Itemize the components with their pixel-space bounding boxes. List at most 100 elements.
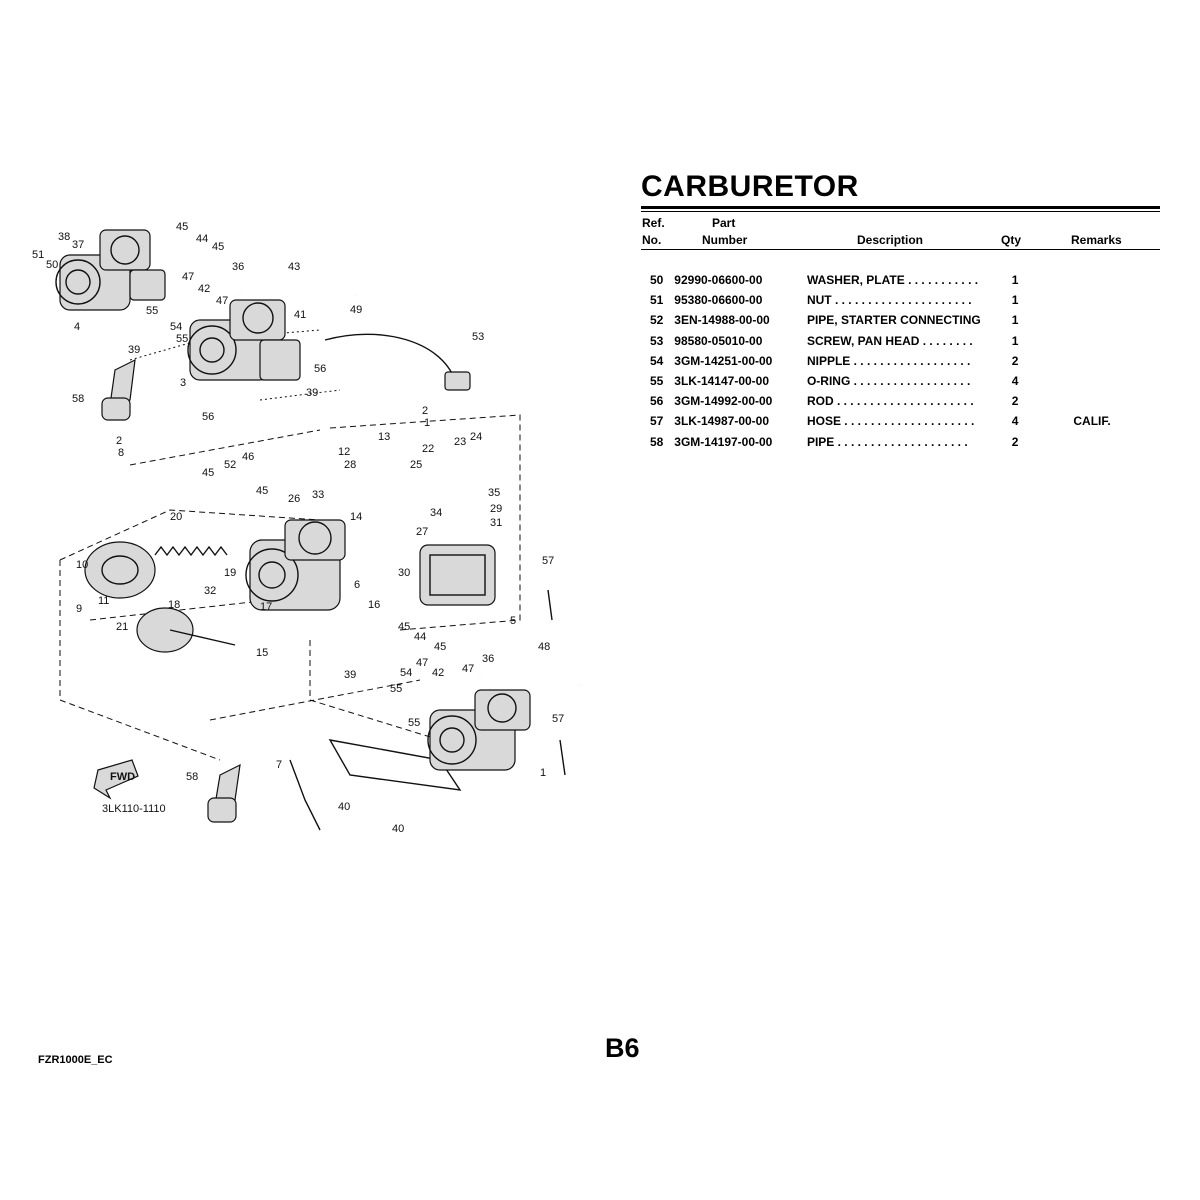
description-cell: HOSE . . . . . . . . . . . . . . . . . .… xyxy=(806,414,975,429)
svg-text:40: 40 xyxy=(392,823,404,835)
ref-cell: 54 xyxy=(649,353,664,368)
part-number-cell: 3GM-14251-00-00 xyxy=(674,353,773,368)
remarks-cell xyxy=(1027,331,1200,351)
remarks-cell xyxy=(1027,391,1200,411)
svg-text:5: 5 xyxy=(510,615,516,627)
svg-text:47: 47 xyxy=(182,271,194,283)
qty-cell: 1 xyxy=(1011,273,1019,288)
header-rule xyxy=(641,249,1160,250)
svg-text:14: 14 xyxy=(350,511,362,523)
svg-text:33: 33 xyxy=(312,489,324,501)
svg-text:16: 16 xyxy=(368,599,380,611)
carburetor-body-main xyxy=(245,519,346,611)
svg-text:11: 11 xyxy=(98,595,109,607)
svg-text:19: 19 xyxy=(224,567,236,579)
svg-text:57: 57 xyxy=(542,555,554,567)
carburetor-body-top-center xyxy=(187,299,301,381)
description-cell: PIPE, STARTER CONNECTING xyxy=(806,313,981,328)
qty-cell: 1 xyxy=(1011,293,1019,308)
svg-text:54: 54 xyxy=(400,667,412,679)
description-cell: NUT . . . . . . . . . . . . . . . . . . … xyxy=(806,293,972,308)
svg-text:15: 15 xyxy=(256,647,268,659)
remarks-cell xyxy=(1027,270,1200,290)
table-row: 55 3LK-14147-00-00 O-RING . . . . . . . … xyxy=(641,371,1200,391)
table-row: 50 92990-06600-00 WASHER, PLATE . . . . … xyxy=(641,270,1200,290)
svg-text:54: 54 xyxy=(170,321,182,333)
svg-text:47: 47 xyxy=(416,657,428,669)
svg-text:42: 42 xyxy=(198,283,210,295)
svg-text:48: 48 xyxy=(538,641,550,653)
remarks-cell xyxy=(1027,351,1200,371)
svg-text:58: 58 xyxy=(186,771,198,783)
part-number-cell: 3EN-14988-00-00 xyxy=(674,313,770,328)
svg-text:47: 47 xyxy=(216,295,228,307)
svg-text:2: 2 xyxy=(116,435,122,447)
svg-text:55: 55 xyxy=(176,333,188,345)
svg-text:38: 38 xyxy=(58,231,70,243)
carburetor-body-top-left xyxy=(55,229,166,311)
description-cell: WASHER, PLATE . . . . . . . . . . . xyxy=(806,273,979,288)
title-rule-thin xyxy=(641,211,1160,212)
exploded-parts-diagram: 38 37 45 44 45 51 50 4 47 42 47 36 43 55… xyxy=(20,200,610,840)
svg-text:45: 45 xyxy=(398,621,410,633)
svg-text:35: 35 xyxy=(488,487,500,499)
svg-text:56: 56 xyxy=(202,411,214,423)
svg-text:30: 30 xyxy=(398,567,410,579)
ref-cell: 55 xyxy=(649,374,664,389)
part-number-cell: 3GM-14992-00-00 xyxy=(674,394,773,409)
qty-cell: 2 xyxy=(1011,353,1019,368)
svg-text:47: 47 xyxy=(462,663,474,675)
ref-cell: 57 xyxy=(649,414,664,429)
svg-text:4: 4 xyxy=(74,321,80,333)
ref-cell: 52 xyxy=(649,313,664,328)
svg-text:42: 42 xyxy=(432,667,444,679)
svg-text:3: 3 xyxy=(180,377,186,389)
svg-text:FWD: FWD xyxy=(110,771,135,783)
svg-text:45: 45 xyxy=(176,221,188,233)
svg-text:55: 55 xyxy=(408,717,420,729)
svg-text:45: 45 xyxy=(202,467,214,479)
part-number-cell: 3LK-14147-00-00 xyxy=(674,374,770,389)
svg-text:13: 13 xyxy=(378,431,390,443)
svg-text:45: 45 xyxy=(212,241,224,253)
svg-text:24: 24 xyxy=(470,431,482,443)
header-ref-line1: Ref. xyxy=(642,216,665,230)
title-rule-thick xyxy=(641,206,1160,209)
page-title: CARBURETOR xyxy=(641,170,859,203)
svg-text:17: 17 xyxy=(260,601,272,613)
svg-text:44: 44 xyxy=(196,233,208,245)
svg-text:8: 8 xyxy=(118,447,124,459)
description-cell: O-RING . . . . . . . . . . . . . . . . .… xyxy=(806,374,971,389)
svg-text:44: 44 xyxy=(414,631,426,643)
ref-cell: 51 xyxy=(649,293,664,308)
table-row: 58 3GM-14197-00-00 PIPE . . . . . . . . … xyxy=(641,432,1200,452)
remarks-cell xyxy=(1027,290,1200,310)
svg-text:25: 25 xyxy=(410,459,422,471)
drawing-code: 3LK110-1110 xyxy=(102,803,166,815)
svg-text:26: 26 xyxy=(288,493,300,505)
svg-text:31: 31 xyxy=(490,517,502,529)
table-row: 57 3LK-14987-00-00 HOSE . . . . . . . . … xyxy=(641,411,1200,431)
header-remarks: Remarks xyxy=(1071,233,1122,247)
svg-text:41: 41 xyxy=(294,309,306,321)
remarks-cell xyxy=(1027,310,1200,330)
svg-text:57: 57 xyxy=(552,713,564,725)
header-qty: Qty xyxy=(1001,233,1022,247)
svg-text:22: 22 xyxy=(422,443,434,455)
page-number: B6 xyxy=(605,1033,640,1063)
svg-text:2: 2 xyxy=(422,405,428,417)
ref-cell: 53 xyxy=(649,333,664,348)
header-ref-line2: No. xyxy=(642,233,662,247)
qty-cell: 1 xyxy=(1011,333,1019,348)
svg-text:39: 39 xyxy=(344,669,356,681)
svg-text:40: 40 xyxy=(338,801,350,813)
svg-text:45: 45 xyxy=(256,485,268,497)
table-row: 54 3GM-14251-00-00 NIPPLE . . . . . . . … xyxy=(641,351,1200,371)
svg-text:46: 46 xyxy=(242,451,254,463)
remarks-cell: CALIF. xyxy=(1073,414,1111,429)
part-number-cell: 3GM-14197-00-00 xyxy=(674,434,773,449)
svg-text:36: 36 xyxy=(232,261,244,273)
svg-text:23: 23 xyxy=(454,436,466,448)
description-cell: PIPE . . . . . . . . . . . . . . . . . .… xyxy=(806,434,968,449)
fwd-arrow-icon: FWD xyxy=(93,759,139,800)
